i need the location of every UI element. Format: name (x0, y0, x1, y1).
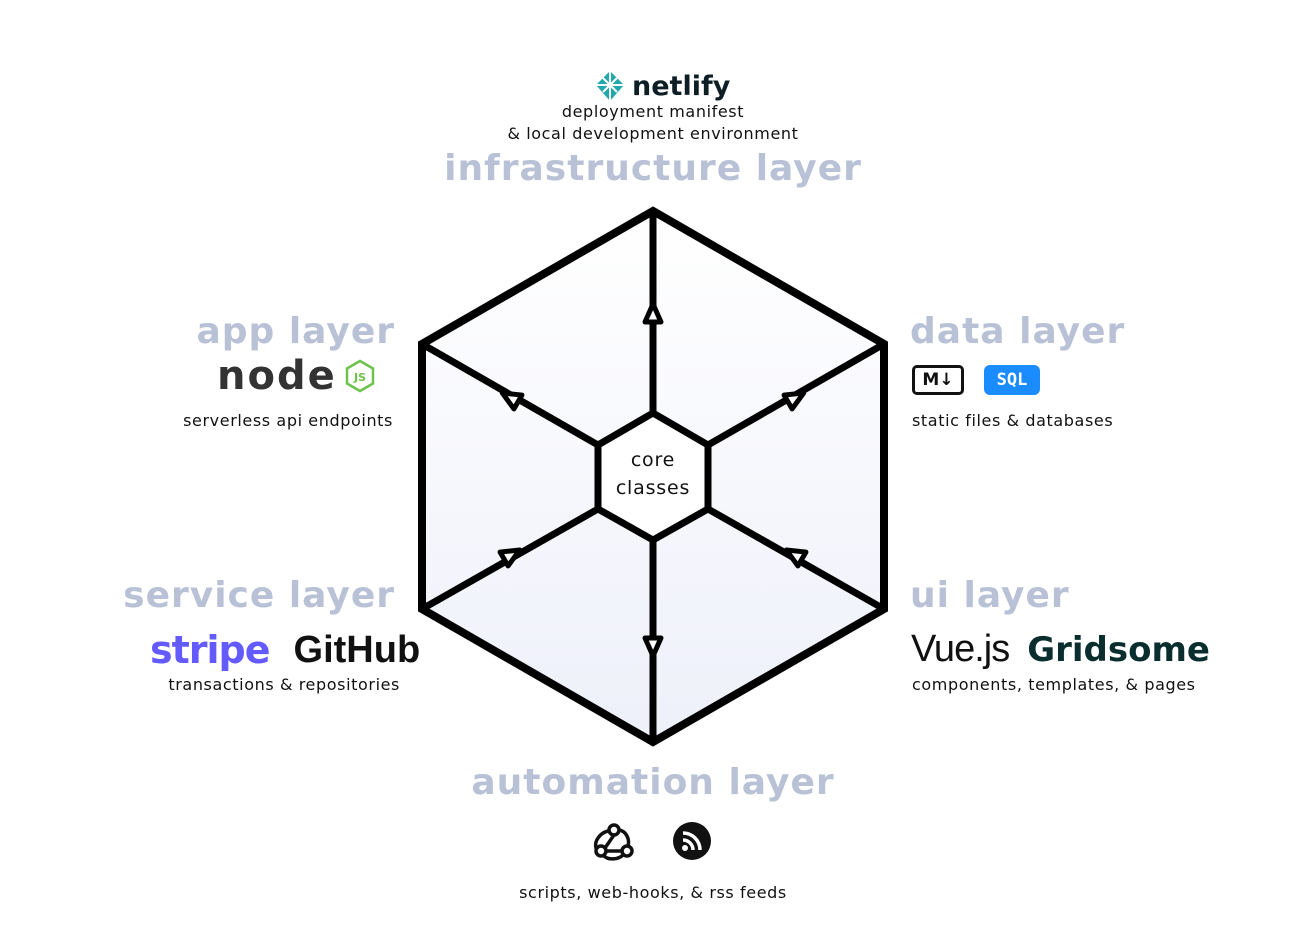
svg-text:JS: JS (353, 371, 366, 384)
service-layer-title: service layer (123, 575, 395, 616)
arrow-down-icon (642, 635, 664, 659)
arrow-lower-left-icon (497, 547, 523, 569)
stripe-logo: stripe (150, 628, 271, 672)
arrow-upper-right-icon (781, 390, 807, 412)
app-layer-title: app layer (196, 311, 395, 352)
automation-caption: scripts, web-hooks, & rss feeds (519, 883, 787, 902)
data-layer-title: data layer (910, 311, 1126, 352)
automation-layer-title: automation layer (471, 762, 835, 803)
arrow-upper-left-icon (499, 390, 525, 412)
gridsome-logo: Gridsome (1027, 629, 1210, 670)
data-logos: M↓ SQL (912, 365, 1040, 395)
infrastructure-caption: deployment manifest & local development … (453, 101, 853, 144)
core-classes-label: core classes (598, 446, 708, 502)
core-label-line2: classes (615, 477, 691, 499)
ui-layer-title: ui layer (910, 575, 1070, 616)
data-caption: static files & databases (912, 411, 1114, 430)
service-logos: stripe GitHub (150, 628, 420, 672)
netlify-wordmark: netlify (632, 70, 731, 102)
arrow-lower-right-icon (783, 547, 809, 569)
netlify-logo: netlify (594, 70, 730, 102)
webhook-icon (593, 823, 634, 861)
infrastructure-layer-title: infrastructure layer (444, 148, 862, 189)
ui-caption: components, templates, & pages (912, 675, 1196, 694)
automation-icons (592, 819, 712, 863)
service-caption: transactions & repositories (168, 675, 400, 694)
app-caption: serverless api endpoints (183, 411, 393, 430)
github-logo: GitHub (293, 628, 421, 671)
ui-logos: Vue.js Gridsome (911, 628, 1210, 671)
vuejs-logo: Vue.js (911, 628, 1010, 670)
markdown-badge: M↓ (912, 365, 964, 395)
inner-hexagon (594, 408, 712, 545)
nodejs-logo: node JS (217, 353, 377, 399)
nodejs-hex-icon: JS (345, 359, 374, 393)
node-wordmark: node (217, 353, 337, 399)
infrastructure-caption-line1: deployment manifest (561, 102, 745, 121)
infrastructure-caption-line2: & local development environment (507, 123, 799, 143)
rss-icon (673, 822, 711, 860)
arrow-up-icon (642, 301, 664, 325)
core-label-line1: core (630, 449, 676, 471)
sql-badge: SQL (984, 365, 1040, 395)
netlify-icon (596, 71, 624, 101)
